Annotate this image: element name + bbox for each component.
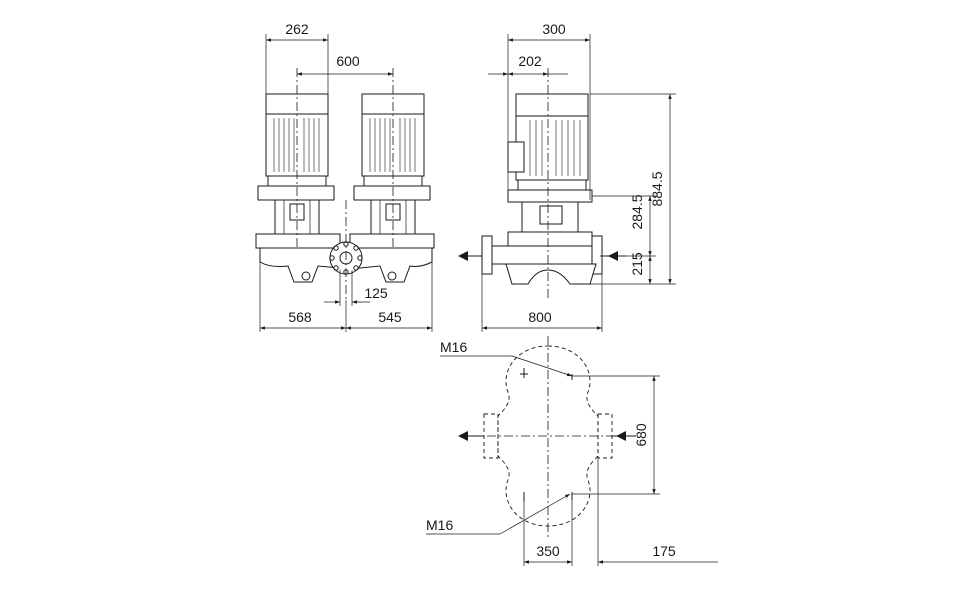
dim-568-545: 568 545 [259,262,433,332]
thread-label-top: M16 [440,339,467,355]
dim-215-label: 215 [629,252,645,276]
dim-202-label: 202 [518,53,542,69]
plan-view: M16 M16 680 350 175 [426,336,718,566]
thread-label-bottom: M16 [426,517,453,533]
side-pump-housing [481,235,603,285]
mounting-holes [520,368,573,502]
right-motor [349,93,435,249]
dim-262-label: 262 [285,21,309,37]
dim-545-label: 545 [378,309,402,325]
dim-800: 800 [481,274,603,332]
dim-680: 680 [572,375,660,495]
dim-350-label: 350 [536,543,560,559]
dim-680-label: 680 [633,423,649,447]
side-motor [507,93,593,247]
dim-600: 600 [297,53,393,76]
dim-800-label: 800 [528,309,552,325]
front-view: 262 600 125 568 545 [255,21,435,332]
dim-300: 300 [507,21,591,200]
thread-callout-top: M16 [440,339,573,377]
dim-175-label: 175 [652,543,676,559]
dim-125-label: 125 [364,285,388,301]
side-view: 300 202 884.5 284.5 215 800 [458,21,676,332]
dim-568-label: 568 [288,309,312,325]
dim-884-5-label: 884.5 [649,171,665,206]
dim-300-label: 300 [542,21,566,37]
thread-callout-bottom: M16 [426,493,571,535]
flow-arrow-plan [458,431,636,441]
left-motor [255,93,341,249]
dim-262: 262 [265,21,329,94]
dim-125: 125 [324,270,388,306]
dim-heights: 884.5 284.5 215 [590,93,676,285]
dim-284-5-label: 284.5 [629,194,645,229]
dim-600-label: 600 [336,53,360,69]
dim-202: 202 [488,53,568,76]
dim-350-175: 350 175 [523,456,718,566]
